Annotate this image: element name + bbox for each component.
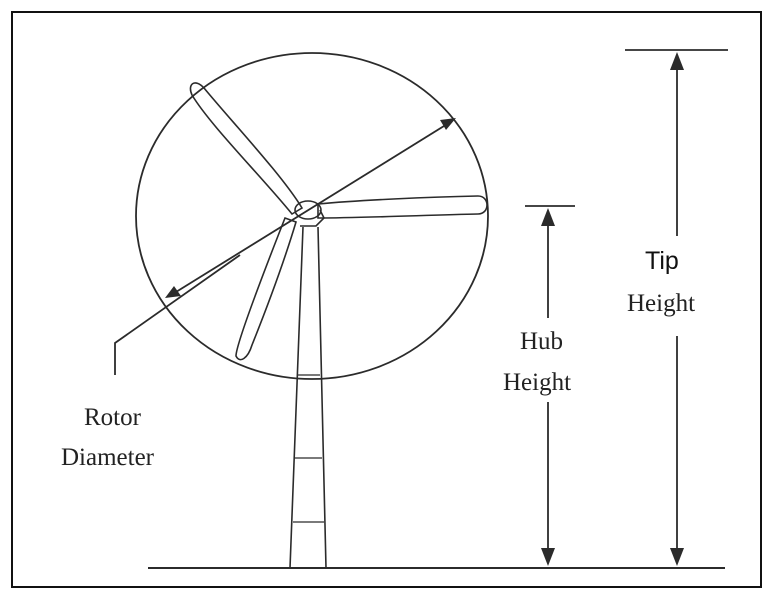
- hub-label-line1: Hub: [520, 328, 563, 355]
- tip-label-line1: Tip: [645, 247, 679, 275]
- blades: [189, 82, 488, 361]
- rotor-diameter-arrow: [165, 118, 456, 298]
- blade-right: [317, 195, 488, 219]
- hub: [294, 200, 325, 227]
- tower: [289, 226, 327, 569]
- blade-lower: [235, 216, 297, 361]
- blade-upper-left: [189, 82, 304, 216]
- rotor-label-line1: Rotor: [84, 404, 142, 431]
- hub-height-dimension: [525, 205, 575, 566]
- tip-label-line2: Height: [627, 290, 695, 317]
- hub-label-line2: Height: [503, 369, 571, 396]
- rotor-circle: [135, 52, 489, 380]
- tip-height-dimension: [625, 49, 728, 566]
- diagram-frame: [11, 11, 762, 588]
- rotor-label-leader: [114, 254, 241, 375]
- rotor-label-line2: Diameter: [61, 444, 155, 471]
